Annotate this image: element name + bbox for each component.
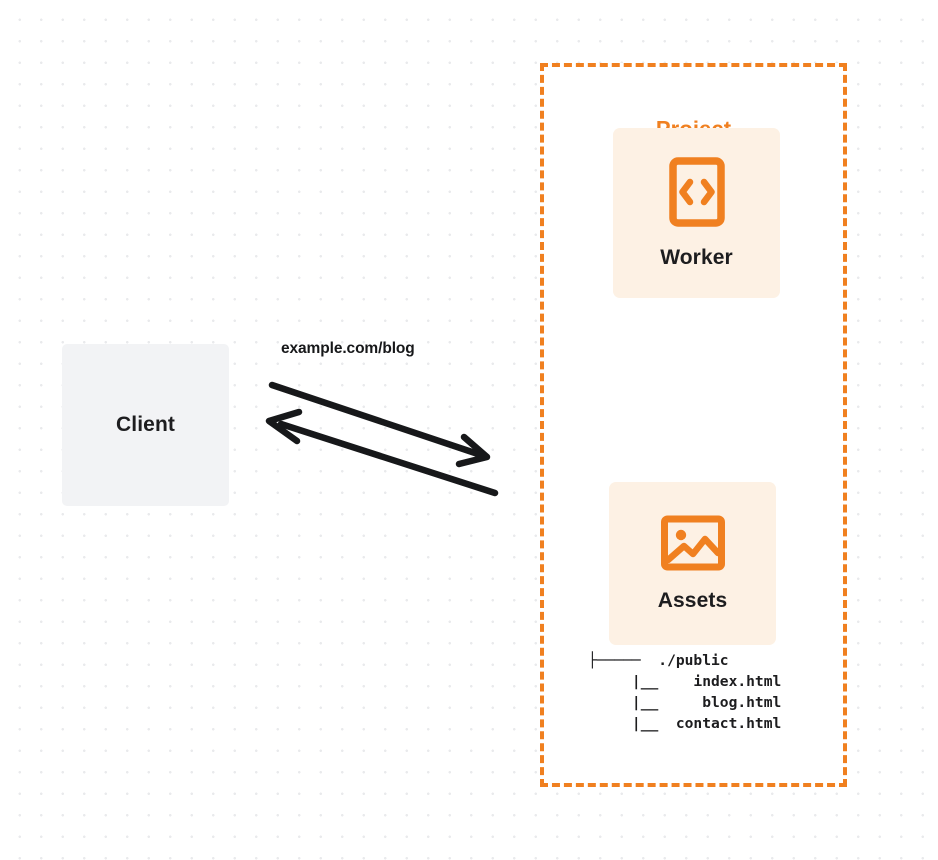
client-node: Client bbox=[62, 344, 229, 506]
assets-node[interactable]: Assets bbox=[609, 482, 776, 645]
worker-node[interactable]: Worker bbox=[613, 128, 780, 298]
asset-file-tree: ├───── ./public |__ index.html |__ blog.… bbox=[588, 652, 782, 732]
client-node-label: Client bbox=[116, 413, 175, 436]
code-brackets-icon bbox=[668, 156, 726, 232]
worker-node-label: Worker bbox=[660, 245, 733, 269]
image-icon bbox=[660, 514, 726, 577]
assets-node-label: Assets bbox=[657, 589, 728, 612]
request-url-label: example.com/blog bbox=[281, 340, 415, 357]
